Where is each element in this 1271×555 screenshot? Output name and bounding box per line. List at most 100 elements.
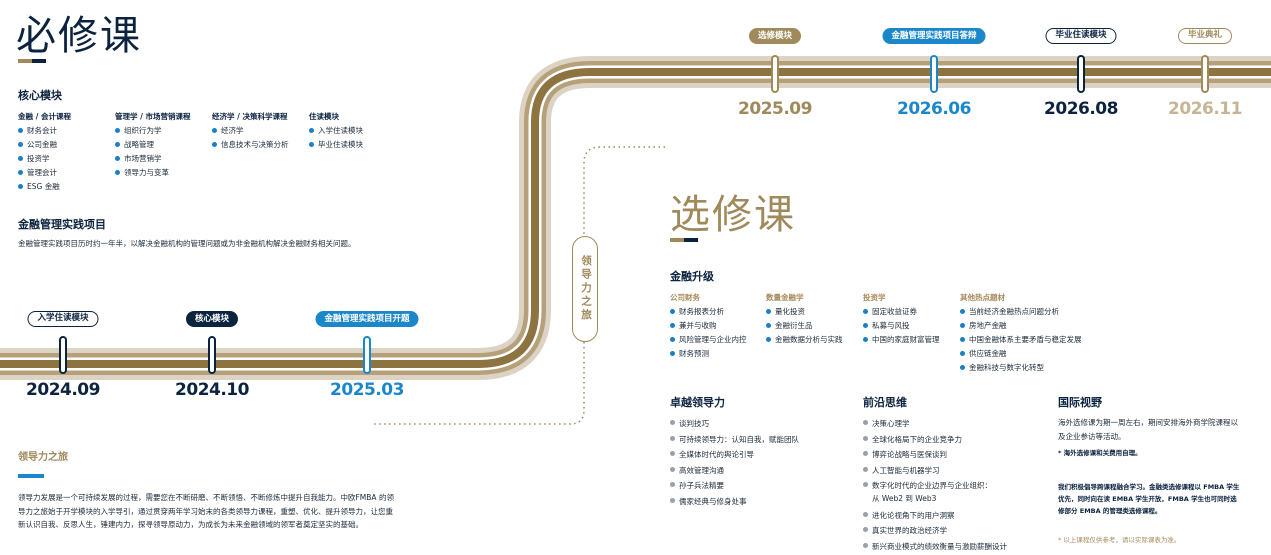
list-item: 人工智能与机器学习 bbox=[863, 463, 1007, 479]
list-item: 新兴商业模式的绩效衡量与激励薪酬设计 bbox=[863, 539, 1007, 555]
milestone-date: 2024.10 bbox=[175, 380, 249, 400]
milestone-label: 入学住读模块 bbox=[27, 311, 99, 327]
list-item: 决策心理学 bbox=[863, 416, 1007, 432]
milestone-marker bbox=[208, 336, 216, 374]
frontier-heading: 前沿思维 bbox=[863, 396, 907, 409]
list-item: ESG 金融 bbox=[18, 180, 71, 194]
accent-bar bbox=[18, 59, 32, 63]
list-item: 金融数据分析与实践 bbox=[766, 333, 843, 347]
milestone-date: 2026.08 bbox=[1044, 99, 1118, 119]
list-item: 财务报表分析 bbox=[670, 305, 747, 319]
project-heading: 金融管理实践项目 bbox=[18, 218, 106, 231]
list-item: 孙子兵法精要 bbox=[670, 478, 799, 494]
accent-bar bbox=[684, 238, 698, 242]
list-item: 经济学 bbox=[212, 124, 289, 138]
list-item: 公司金融 bbox=[18, 138, 71, 152]
category-label: 公司财务 bbox=[670, 293, 700, 302]
list-item: 数字化时代的企业边界与企业组织： bbox=[863, 478, 1007, 494]
global-note-disclaimer: * 以上课程仅供参考，请以实际课表为准。 bbox=[1058, 536, 1181, 544]
list-item: 房地产金融 bbox=[960, 319, 1082, 333]
core-heading: 核心模块 bbox=[18, 89, 62, 102]
leadership-elective-heading: 卓越领导力 bbox=[670, 396, 725, 409]
category-label: 住读模块 bbox=[309, 112, 339, 121]
list-item: 当前经济金融热点问题分析 bbox=[960, 305, 1082, 319]
finance-col-4: 其他热点题材 当前经济金融热点问题分析 房地产金融 中国金融体系主要矛盾与稳定发… bbox=[960, 292, 1082, 375]
list-item: 供应链金融 bbox=[960, 347, 1082, 361]
elective-title: 选修课 bbox=[670, 192, 796, 238]
list-item: 入学住读模块 bbox=[309, 124, 363, 138]
required-title: 必修课 bbox=[16, 13, 142, 59]
leadership-journey-badge: 领导力之旅 bbox=[572, 236, 598, 342]
list-item: 管理会计 bbox=[18, 166, 71, 180]
leadership-desc: 领导力发展是一个可持续发展的过程，需要您在不断研磨、不断领悟、不断修炼中提升自我… bbox=[18, 493, 394, 529]
leadership-heading: 领导力之旅 bbox=[18, 452, 68, 463]
list-item: 风险管理与企业内控 bbox=[670, 333, 747, 347]
list-item: 博弈论战略与医保谈判 bbox=[863, 447, 1007, 463]
list-item: 私募与风投 bbox=[863, 319, 940, 333]
list-item: 财务会计 bbox=[18, 124, 71, 138]
global-note-crosscourse: 我们积极倡导跨课程融合学习。金融类选修课程以 FMBA 学生优先，同时向在读 E… bbox=[1058, 483, 1240, 515]
list-item: 信息技术与决策分析 bbox=[212, 138, 289, 152]
project-desc: 金融管理实践项目历时约一年半，以解决金融机构的管理问题或为非金融机构解决金融财务… bbox=[18, 239, 356, 248]
finance-col-2: 数量金融学 量化投资 金融衍生品 金融数据分析与实践 bbox=[766, 292, 843, 347]
accent-bar bbox=[18, 474, 44, 478]
list-item: 金融科技与数字化转型 bbox=[960, 361, 1082, 375]
milestone-date: 2026.11 bbox=[1168, 99, 1242, 119]
global-note-fee: * 海外选修课和关费用自理。 bbox=[1058, 449, 1142, 457]
list-item: 全媒体时代的舆论引导 bbox=[670, 447, 799, 463]
core-col-3: 经济学 / 决策科学课程 经济学 信息技术与决策分析 bbox=[212, 111, 289, 152]
list-item: 儒家经典与修身处事 bbox=[670, 494, 799, 510]
category-label: 管理学 / 市场营销课程 bbox=[115, 112, 191, 121]
list-item: 财务预测 bbox=[670, 347, 747, 361]
finance-heading: 金融升级 bbox=[670, 270, 714, 283]
accent-bar bbox=[32, 59, 46, 63]
list-item: 金融衍生品 bbox=[766, 319, 843, 333]
list-item: 谈判技巧 bbox=[670, 416, 799, 432]
list-item: 真实世界的政治经济学 bbox=[863, 523, 1007, 539]
list-item: 可持续领导力：认知自我，赋能团队 bbox=[670, 432, 799, 448]
core-col-2: 管理学 / 市场营销课程 组织行为学 战略管理 市场营销学 领导力与变革 bbox=[115, 111, 190, 180]
milestone-date: 2026.06 bbox=[897, 99, 971, 119]
milestone-marker bbox=[59, 336, 67, 374]
accent-bar bbox=[670, 238, 684, 242]
milestone-label: 金融管理实践项目答辩 bbox=[882, 28, 986, 44]
list-item: 市场营销学 bbox=[115, 152, 190, 166]
milestone-label: 核心模块 bbox=[185, 311, 239, 327]
list-item: 高效管理沟通 bbox=[670, 463, 799, 479]
global-desc: 海外选修课为期一周左右，期间安排海外商学院课程以及企业参访等活动。 bbox=[1058, 418, 1238, 441]
list-item: 兼并与收购 bbox=[670, 319, 747, 333]
list-item: 量化投资 bbox=[766, 305, 843, 319]
core-col-1: 金融 / 会计课程 财务会计 公司金融 投资学 管理会计 ESG 金融 bbox=[18, 111, 71, 194]
milestone-marker bbox=[363, 336, 371, 374]
category-label: 经济学 / 决策科学课程 bbox=[212, 112, 288, 121]
category-label: 投资学 bbox=[863, 293, 886, 302]
finance-col-3: 投资学 固定收益证券 私募与风投 中国的家庭财富管理 bbox=[863, 292, 940, 347]
finance-col-1: 公司财务 财务报表分析 兼并与收购 风险管理与企业内控 财务预测 bbox=[670, 292, 747, 361]
milestone-marker bbox=[1077, 55, 1085, 93]
list-item: 中国金融体系主要矛盾与稳定发展 bbox=[960, 333, 1082, 347]
milestone-label: 毕业住读模块 bbox=[1045, 28, 1117, 44]
list-item: 投资学 bbox=[18, 152, 71, 166]
list-item: 固定收益证券 bbox=[863, 305, 940, 319]
list-item: 战略管理 bbox=[115, 138, 190, 152]
milestone-marker bbox=[930, 55, 938, 93]
global-heading: 国际视野 bbox=[1058, 396, 1102, 409]
list-item: 全球化格局下的企业竞争力 bbox=[863, 432, 1007, 448]
list-item: 领导力与变革 bbox=[115, 166, 190, 180]
list-item: 毕业住读模块 bbox=[309, 138, 363, 152]
list-item-continuation: 从 Web2 到 Web3 bbox=[872, 493, 937, 503]
milestone-label: 毕业典礼 bbox=[1177, 28, 1233, 44]
leadership-elective-list: 谈判技巧 可持续领导力：认知自我，赋能团队 全媒体时代的舆论引导 高效管理沟通 … bbox=[670, 416, 799, 509]
frontier-list: 决策心理学 全球化格局下的企业竞争力 博弈论战略与医保谈判 人工智能与机器学习 … bbox=[863, 416, 1007, 554]
core-col-4: 住读模块 入学住读模块 毕业住读模块 bbox=[309, 111, 363, 152]
list-item: 中国的家庭财富管理 bbox=[863, 333, 940, 347]
category-label: 数量金融学 bbox=[766, 293, 804, 302]
milestone-date: 2024.09 bbox=[26, 380, 100, 400]
milestone-date: 2025.09 bbox=[738, 99, 812, 119]
list-item: 进化论视角下的用户洞察 bbox=[863, 508, 1007, 524]
milestone-marker bbox=[1201, 55, 1209, 93]
journey-dotted-path bbox=[372, 146, 665, 425]
category-label: 金融 / 会计课程 bbox=[18, 112, 71, 121]
milestone-date: 2025.03 bbox=[330, 380, 404, 400]
